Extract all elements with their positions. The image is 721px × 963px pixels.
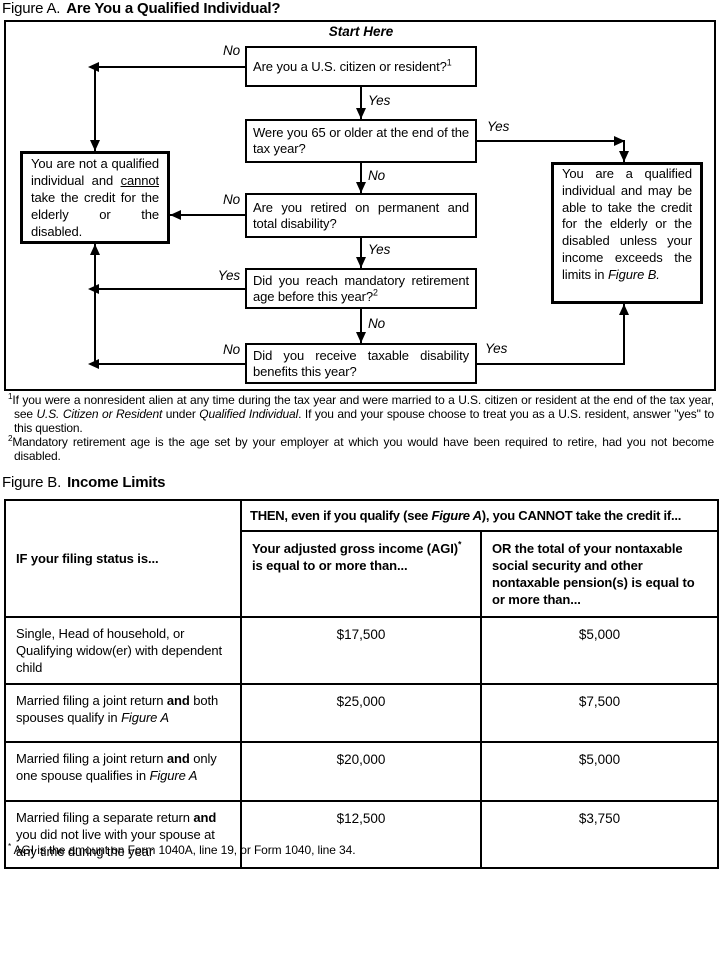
footnote-1: 1If you were a nonresident alien at any … — [8, 392, 715, 435]
arrowhead-taxable-no — [88, 359, 99, 369]
decision-box-retired: Are you retired on permanent and total d… — [245, 193, 477, 238]
table-row-joint-both: Married filing a joint return and both s… — [4, 683, 719, 743]
figure-b-title: Figure B. Income Limits — [2, 474, 166, 491]
header-row-columns: Your adjusted gross income (AGI)* is equ… — [5, 530, 719, 618]
branch-label-taxable-yes: Yes — [485, 341, 508, 356]
income-limits-tbody: IF your filing status is... THEN, even i… — [4, 499, 719, 869]
decision-box-mandatory-age: Did you reach mandatory retirement age b… — [245, 268, 477, 309]
decision-box-age65-text: Were you 65 or older at the end of the t… — [253, 125, 469, 156]
branch-label-citizen-yes: Yes — [368, 93, 391, 108]
figure-b-label: Figure B. — [2, 474, 62, 491]
branch-label-mandatory-no: No — [368, 316, 386, 331]
figure-b-heading: Income Limits — [67, 474, 166, 491]
table-row-single: Single, Head of household, or Qualifying… — [4, 616, 719, 685]
arrowhead-retired-no — [170, 210, 181, 220]
connector-line-age65-to-retired — [360, 163, 362, 193]
pension-amount-cell: $7,500 — [480, 683, 719, 743]
branch-label-age65-yes: Yes — [487, 119, 510, 134]
branch-label-citizen-no: No — [222, 43, 240, 58]
decision-box-taxable-benefits: Did you receive taxable disability benef… — [245, 343, 477, 384]
filing-status-cell: Married filing a joint return and both s… — [4, 683, 242, 743]
connector-line-citizen-no — [94, 66, 245, 68]
decision-box-citizen-text: Are you a U.S. citizen or resident?1 — [253, 57, 452, 74]
start-here-label: Start Here — [328, 24, 394, 39]
header-row-then: IF your filing status is... THEN, even i… — [4, 499, 719, 618]
table-row-separate: Married filing a separate return and you… — [4, 800, 719, 869]
connector-line-retired-to-mandatory — [360, 238, 362, 268]
arrowhead-into-not-qualified-top — [90, 140, 100, 151]
footnote-2: 2Mandatory retirement age is the age set… — [8, 434, 714, 463]
branch-label-taxable-no: No — [222, 342, 240, 357]
filing-status-cell: Married filing a separate return and you… — [4, 800, 242, 869]
agi-amount-cell: $17,500 — [240, 616, 482, 685]
arrowhead-mandatory-yes — [88, 284, 99, 294]
connector-line-mandatory-yes — [94, 288, 245, 290]
agi-amount-cell: $25,000 — [240, 683, 482, 743]
arrowhead-into-age65 — [356, 108, 366, 119]
arrowhead-into-retired — [356, 182, 366, 193]
arrowhead-into-taxable — [356, 332, 366, 343]
header-cell-pension-column: OR the total of your nontaxable social s… — [480, 530, 719, 618]
arrowhead-citizen-no — [88, 62, 99, 72]
header-cell-then: THEN, even if you qualify (see Figure A)… — [240, 499, 719, 532]
connector-line-citizen-to-age65 — [360, 87, 362, 119]
pension-amount-cell: $5,000 — [480, 616, 719, 685]
branch-label-age65-no: No — [368, 168, 386, 183]
filing-status-cell: Married filing a joint return and only o… — [4, 741, 242, 802]
connector-line-retired-no — [170, 214, 245, 216]
arrowhead-age65-yes-corner — [614, 136, 625, 146]
table-row-joint-one: Married filing a joint return and only o… — [4, 741, 719, 802]
connector-line-into-qualified-bottom — [623, 304, 625, 365]
branch-label-mandatory-yes: Yes — [217, 268, 240, 283]
figure-a-label: Figure A. — [2, 0, 61, 17]
branch-label-retired-yes: Yes — [368, 242, 391, 257]
decision-box-mandatory-age-text: Did you reach mandatory retirement age b… — [253, 272, 469, 304]
arrowhead-into-qualified-bottom — [619, 304, 629, 315]
connector-line-taxable-yes — [477, 363, 625, 365]
connector-line-left-rail-bottom — [94, 244, 96, 365]
decision-box-citizen: Are you a U.S. citizen or resident?1 — [245, 46, 477, 87]
figure-a-flowchart: Start Here Are you a U.S. citizen or res… — [4, 20, 716, 391]
connector-line-mandatory-to-taxable — [360, 309, 362, 343]
arrowhead-into-mandatory — [356, 257, 366, 268]
figure-a-heading: Are You a Qualified Individual? — [66, 0, 281, 17]
pension-amount-cell: $5,000 — [480, 741, 719, 802]
connector-line-left-rail-top — [94, 66, 96, 151]
connector-line-taxable-no — [94, 363, 245, 365]
result-box-qualified: You are a qualified individual and may b… — [551, 162, 703, 304]
income-limits-table: IF your filing status is... THEN, even i… — [4, 499, 719, 869]
filing-status-cell: Single, Head of household, or Qualifying… — [4, 616, 242, 685]
figure-a-title: Figure A. Are You a Qualified Individual? — [2, 0, 281, 17]
arrowhead-into-qualified-top — [619, 151, 629, 162]
result-box-not-qualified: You are not a qualified individual and c… — [20, 151, 170, 244]
header-cell-agi-column: Your adjusted gross income (AGI)* is equ… — [240, 530, 482, 618]
decision-box-retired-text: Are you retired on permanent and total d… — [253, 199, 469, 231]
branch-label-retired-no: No — [222, 192, 240, 207]
decision-box-taxable-benefits-text: Did you receive taxable disability benef… — [253, 347, 469, 379]
agi-amount-cell: $12,500 — [240, 800, 482, 869]
arrowhead-into-not-qualified-bottom — [90, 244, 100, 255]
figure-a-footnotes: 1If you were a nonresident alien at any … — [8, 392, 715, 463]
decision-box-age65: Were you 65 or older at the end of the t… — [245, 119, 477, 163]
connector-line-age65-yes — [477, 140, 625, 142]
header-cell-filing-status: IF your filing status is... — [4, 499, 242, 618]
pension-amount-cell: $3,750 — [480, 800, 719, 869]
agi-footnote: * AGI is the amount on Form 1040A, line … — [8, 842, 356, 857]
agi-amount-cell: $20,000 — [240, 741, 482, 802]
